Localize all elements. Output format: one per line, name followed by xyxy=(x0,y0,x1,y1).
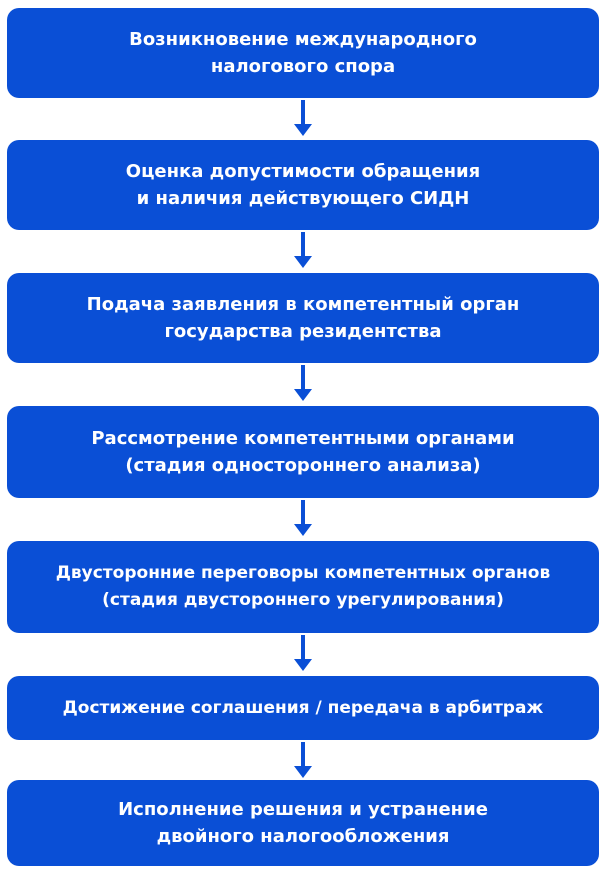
step-1-line-2: налогового спора xyxy=(210,56,396,77)
step-7-line-2: двойного налогообложения xyxy=(156,826,450,847)
step-box-3: Подача заявления в компетентный орган го… xyxy=(7,273,599,363)
step-7-line-1: Исполнение решения и устранение xyxy=(118,799,488,820)
step-2-line-1: Оценка допустимости обращения xyxy=(125,161,481,182)
step-box-5: Двусторонние переговоры компетентных орг… xyxy=(7,541,599,633)
step-2-line-2: и наличия действующего СИДН xyxy=(136,188,470,209)
step-4-line-2: (стадия одностороннего анализа) xyxy=(125,455,481,476)
step-box-1: Возникновение международного налогового … xyxy=(7,8,599,98)
step-3-line-1: Подача заявления в компетентный орган xyxy=(86,294,520,315)
arrow-down-icon xyxy=(290,365,316,403)
arrow-down-icon xyxy=(290,742,316,780)
step-4-line-1: Рассмотрение компетентными органами xyxy=(91,428,515,449)
step-box-6: Достижение соглашения / передача в арбит… xyxy=(7,676,599,740)
step-5-line-1: Двусторонние переговоры компетентных орг… xyxy=(55,563,551,583)
arrow-down-icon xyxy=(290,500,316,538)
arrow-down-icon xyxy=(290,100,316,138)
step-box-7: Исполнение решения и устранение двойного… xyxy=(7,780,599,866)
step-1-line-1: Возникновение международного xyxy=(129,29,477,50)
step-box-2: Оценка допустимости обращения и наличия … xyxy=(7,140,599,230)
step-5-line-2: (стадия двустороннего урегулирования) xyxy=(102,590,504,610)
step-box-4: Рассмотрение компетентными органами (ста… xyxy=(7,406,599,498)
arrow-down-icon xyxy=(290,635,316,673)
step-6-line-1: Достижение соглашения / передача в арбит… xyxy=(62,697,544,718)
arrow-down-icon xyxy=(290,232,316,270)
step-3-line-2: государства резидентства xyxy=(164,321,442,342)
